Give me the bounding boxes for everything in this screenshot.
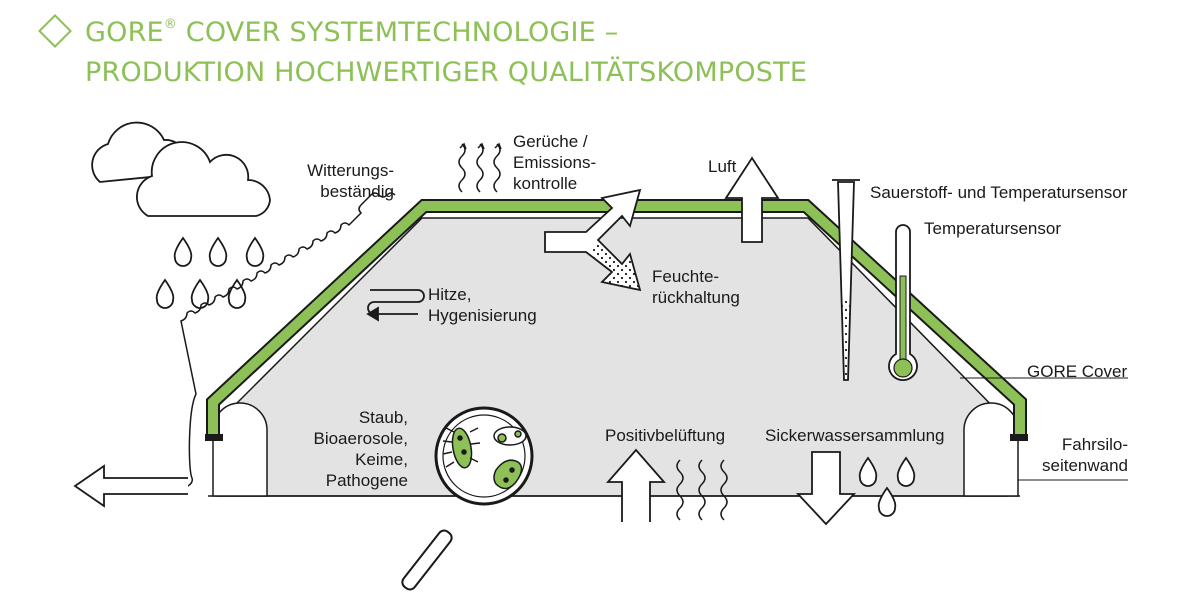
label-temperature-sensor: Temperatursensor <box>924 219 1062 238</box>
label-weather-line1: Witterungs- <box>307 161 394 180</box>
label-positive-aeration: Positivbelüftung <box>605 426 726 445</box>
label-moisture-line2: rückhaltung <box>652 288 740 307</box>
cover-clamp-right <box>1010 434 1028 441</box>
label-odours-line3: kontrolle <box>513 174 578 193</box>
label-silo-line1: Fahrsilo- <box>1061 435 1128 454</box>
label-silo-side-wall: Fahrsilo- seitenwand <box>1020 434 1128 476</box>
heat-wave-icon <box>366 289 425 322</box>
label-dust-line3: Keime, <box>355 450 408 469</box>
aeration-up-arrow-icon <box>606 448 666 522</box>
title-line1-prefix: GORE <box>85 17 164 48</box>
odour-wave-icons <box>458 142 502 193</box>
label-odours: Gerüche / Emissions- kontrolle <box>513 131 596 194</box>
runoff-arrow-icon <box>73 464 188 508</box>
label-heat-line2: Hygenisierung <box>428 306 537 325</box>
cover-clamp-left <box>205 434 223 441</box>
label-odours-line1: Gerüche / <box>513 132 588 151</box>
leachate-down-arrow-icon <box>795 451 857 526</box>
label-dust-pathogens: Staub, Bioaerosole, Keime, Pathogene <box>290 407 408 491</box>
label-moisture-retention: Feuchte- rückhaltung <box>652 266 740 308</box>
label-moisture-line1: Feuchte- <box>652 267 720 286</box>
runoff-wave <box>129 192 396 494</box>
title-line2: PRODUKTION HOCHWERTIGER QUALITÄTSKOMPOST… <box>85 57 808 88</box>
diagram-title: GORE® COVER SYSTEMTECHNOLOGIE – PRODUKTI… <box>37 8 807 93</box>
leachate-drop-icons <box>858 456 916 517</box>
title-line1-suffix: COVER SYSTEMTECHNOLOGIE – <box>177 17 619 48</box>
label-heat-line1: Hitze, <box>428 285 472 304</box>
rain-drop-icons <box>155 236 265 309</box>
label-air: Luft <box>708 157 737 176</box>
silo-wall-right <box>963 402 1019 497</box>
silo-wall-left <box>212 402 268 497</box>
label-gore-cover: GORE Cover <box>1027 362 1128 381</box>
registered-mark: ® <box>163 17 177 32</box>
label-heat: Hitze, Hygenisierung <box>428 284 537 326</box>
label-dust-line4: Pathogene <box>325 471 408 490</box>
moisture-dots <box>590 240 640 290</box>
label-odours-line2: Emissions- <box>513 153 597 172</box>
aeration-wave-icons <box>676 459 728 521</box>
oxygen-temperature-probe-icon <box>832 179 860 381</box>
label-leachate-collection: Sickerwassersammlung <box>765 426 945 445</box>
label-oxygen-temperature-sensor: Sauerstoff- und Temperatursensor <box>870 183 1128 202</box>
magnifier-icon <box>401 406 534 591</box>
thermometer-icon <box>888 224 918 382</box>
label-weather-line2: beständig <box>320 182 394 201</box>
label-dust-line1: Staub, <box>358 408 408 427</box>
cloud-icon <box>91 121 271 217</box>
air-up-arrow-icon <box>724 156 780 243</box>
label-silo-line2: seitenwand <box>1041 456 1128 475</box>
label-weather-resistant: Witterungs- beständig <box>290 160 394 202</box>
label-dust-line2: Bioaerosole, <box>313 429 408 448</box>
